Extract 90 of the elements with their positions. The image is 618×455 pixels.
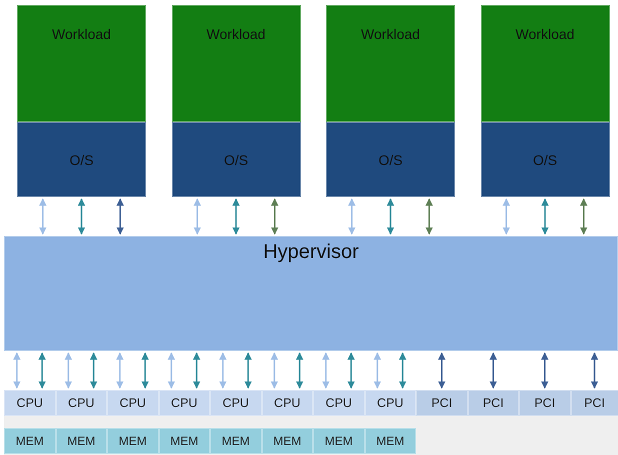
double-arrow — [386, 198, 394, 235]
double-arrow — [425, 198, 433, 235]
node-label: CPU — [222, 396, 249, 410]
double-arrow — [296, 352, 304, 389]
node-label: Workload — [361, 26, 420, 42]
mem-cell — [107, 428, 158, 454]
node-label: O/S — [532, 152, 558, 168]
double-arrow — [64, 352, 72, 389]
cpu-cell — [56, 390, 107, 416]
cpu-cell — [107, 390, 158, 416]
double-arrow — [244, 352, 252, 389]
double-arrow — [194, 198, 202, 235]
double-arrow — [219, 352, 227, 389]
mem-cell — [313, 428, 364, 454]
node-label: O/S — [224, 152, 248, 168]
double-arrow — [38, 352, 46, 389]
double-arrow — [232, 198, 240, 235]
double-arrow — [78, 198, 86, 235]
double-arrow — [116, 198, 124, 235]
pci-cell — [416, 390, 468, 416]
workload-box — [326, 5, 455, 122]
cpu-cell — [262, 390, 313, 416]
node-label: PCI — [534, 396, 556, 410]
node-label: MEM — [324, 434, 353, 448]
node-label: CPU — [274, 396, 300, 410]
pci-cell — [570, 390, 618, 416]
node-label: Workload — [206, 26, 266, 42]
node-label: MEM — [170, 434, 198, 448]
node-label: Hypervisor — [263, 241, 359, 264]
double-arrow — [39, 198, 47, 235]
node-label: CPU — [171, 396, 198, 410]
workload-box — [17, 5, 146, 122]
pci-cell — [519, 390, 570, 416]
node-label: CPU — [16, 396, 43, 410]
workload-box — [480, 5, 610, 122]
pci-cell — [468, 390, 519, 416]
cpu-cell — [210, 390, 262, 416]
cpu-cell — [364, 390, 416, 416]
os-box — [17, 122, 146, 197]
node-label: CPU — [377, 396, 404, 410]
double-arrow — [490, 352, 497, 389]
double-arrow — [502, 198, 510, 235]
node-label: PCI — [431, 396, 452, 410]
double-arrow — [168, 352, 176, 389]
double-arrow — [580, 198, 588, 235]
double-arrow — [13, 352, 21, 389]
node-label: PCI — [482, 396, 504, 410]
double-arrow — [590, 352, 598, 389]
double-arrow — [541, 352, 548, 389]
node-label: O/S — [378, 152, 403, 168]
cpu-cell — [313, 390, 364, 416]
node-label: CPU — [120, 396, 146, 410]
node-label: PCI — [584, 396, 605, 410]
cpu-cell — [4, 390, 56, 416]
double-arrow — [90, 352, 98, 389]
double-arrow — [270, 352, 278, 389]
double-arrow — [348, 198, 356, 235]
node-label: MEM — [118, 434, 147, 448]
mem-cell — [158, 428, 210, 454]
double-arrow — [347, 352, 355, 389]
double-arrow — [192, 352, 200, 389]
double-arrow — [322, 352, 330, 389]
node-label: CPU — [326, 396, 352, 410]
mem-cell — [4, 428, 56, 454]
node-label: CPU — [68, 396, 94, 410]
double-arrow — [116, 352, 124, 389]
cpu-cell — [158, 390, 210, 416]
hypervisor-box — [4, 236, 618, 351]
double-arrow — [398, 352, 406, 389]
node-label: MEM — [273, 434, 302, 448]
double-arrow — [541, 198, 549, 235]
os-box — [480, 122, 610, 197]
node-label: Workload — [52, 26, 111, 42]
double-arrow — [141, 352, 149, 389]
node-label: Workload — [516, 26, 574, 42]
os-box — [326, 122, 455, 197]
node-label: O/S — [69, 152, 94, 168]
mem-cell — [210, 428, 262, 454]
node-label: MEM — [222, 434, 250, 448]
node-label: MEM — [16, 434, 44, 448]
mem-cell — [56, 428, 107, 454]
mem-cell — [364, 428, 416, 454]
mem-cell — [262, 428, 313, 454]
double-arrow — [270, 198, 278, 235]
double-arrow — [438, 352, 446, 389]
node-label: MEM — [67, 434, 96, 448]
node-label: MEM — [376, 434, 404, 448]
workload-box — [172, 5, 300, 122]
double-arrow — [374, 352, 382, 389]
os-box — [172, 122, 300, 197]
